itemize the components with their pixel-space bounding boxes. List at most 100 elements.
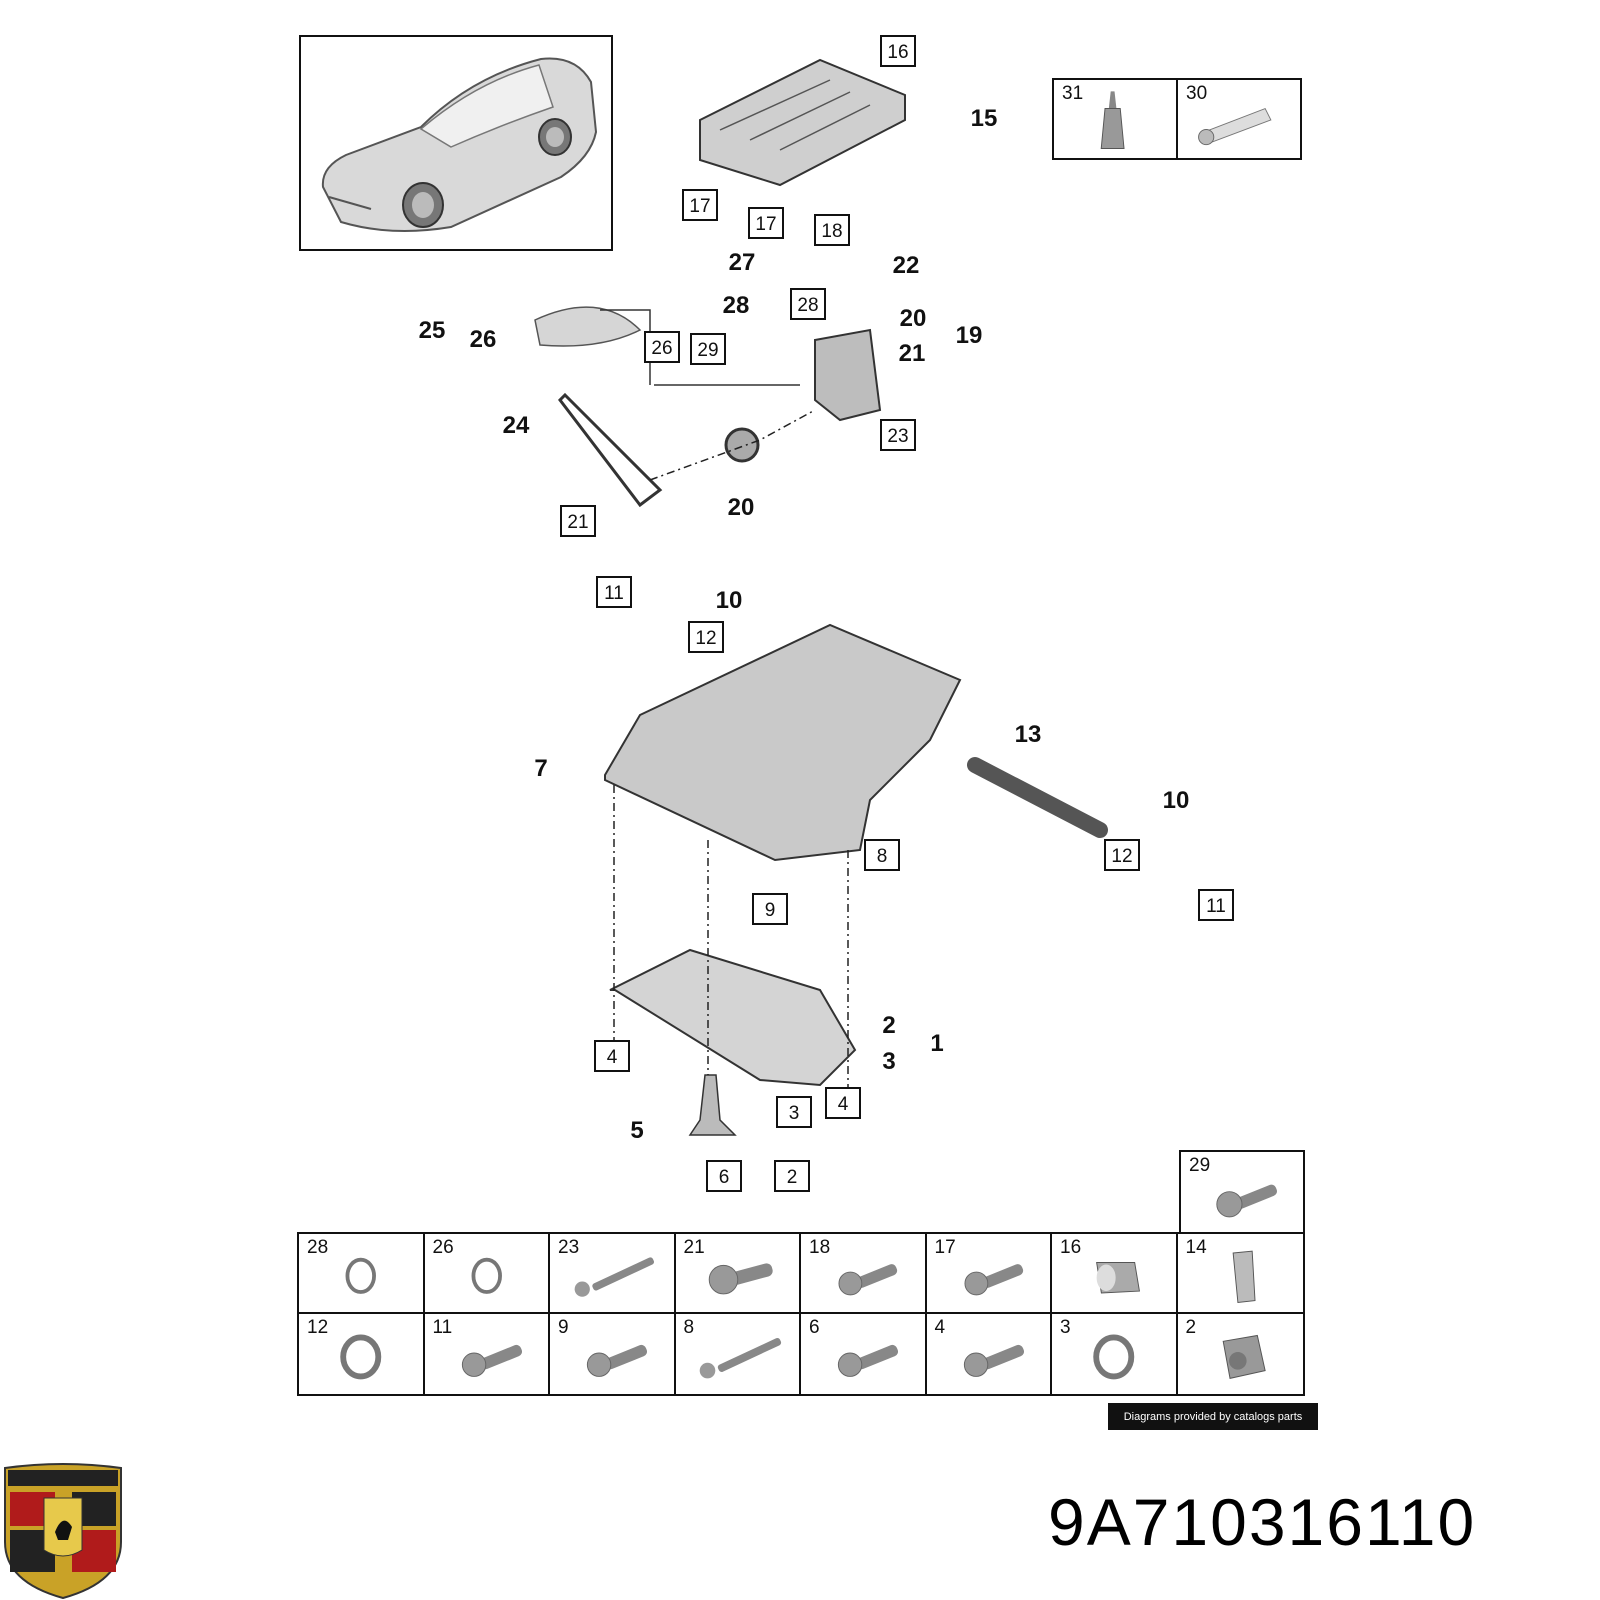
callout-label[interactable]: 7 (534, 755, 547, 782)
fastener-cell[interactable]: 9 (550, 1314, 676, 1394)
callout-label[interactable]: 25 (419, 317, 446, 344)
callout-box[interactable]: 16 (880, 35, 916, 67)
callout-box[interactable]: 2 (774, 1160, 810, 1192)
seal-ring-icon (340, 1334, 382, 1380)
fastener-cell[interactable]: 8 (676, 1314, 801, 1394)
fastener-cell[interactable]: 29 (1179, 1150, 1305, 1234)
callout-box[interactable]: 17 (748, 207, 784, 239)
part-number-label: 12 (307, 1317, 329, 1338)
flange-bolt-icon (708, 1263, 773, 1295)
bolt-icon (963, 1344, 1024, 1377)
callout-box[interactable]: 17 (682, 189, 718, 221)
callout-number: 28 (797, 295, 818, 316)
callout-label[interactable]: 28 (723, 292, 750, 319)
callout-label[interactable]: 22 (893, 252, 920, 279)
part-number-label: 6 (809, 1317, 820, 1338)
callout-box[interactable]: 23 (880, 419, 916, 451)
oil-level-sensor-part (688, 1074, 737, 1136)
callout-number: 9 (765, 900, 776, 921)
part-number-label: 14 (1185, 1237, 1207, 1258)
fastener-cell[interactable]: 26 (424, 1234, 550, 1314)
part-number-title: 9A710316110 (1048, 1485, 1477, 1559)
callout-number: 16 (887, 42, 908, 63)
callout-box[interactable]: 12 (688, 621, 724, 653)
callout-box[interactable]: 11 (596, 576, 632, 608)
callout-box[interactable]: 28 (790, 288, 826, 320)
callout-box[interactable]: 6 (706, 1160, 742, 1192)
callout-box[interactable]: 11 (1198, 889, 1234, 921)
callout-number: 11 (1206, 896, 1226, 917)
callout-label[interactable]: 3 (882, 1048, 895, 1075)
bolt-icon (963, 1264, 1023, 1296)
fastener-cell[interactable]: 17 (926, 1234, 1052, 1314)
part-number-label: 11 (432, 1317, 453, 1338)
fastener-cell[interactable]: 28 (299, 1234, 425, 1314)
callout-number: 4 (607, 1047, 618, 1068)
sealant-tube-icon (1198, 107, 1272, 146)
callout-label[interactable]: 24 (503, 412, 530, 439)
supply-cell[interactable]: 30 (1178, 80, 1300, 158)
callout-label[interactable]: 20 (728, 494, 755, 521)
fastener-cell[interactable]: 23 (550, 1234, 676, 1314)
callout-box[interactable]: 4 (594, 1040, 630, 1072)
callout-box[interactable]: 21 (560, 505, 596, 537)
callout-box[interactable]: 26 (644, 331, 680, 363)
fastener-cell[interactable]: 6 (801, 1314, 927, 1394)
callout-label[interactable]: 26 (470, 326, 497, 353)
adhesive-bottle-icon (1100, 91, 1125, 149)
callout-number: 3 (789, 1103, 800, 1124)
part-number-label: 3 (1060, 1317, 1071, 1338)
callout-box[interactable]: 4 (825, 1087, 861, 1119)
part-number-label: 23 (558, 1237, 580, 1258)
callout-box[interactable]: 8 (864, 839, 900, 871)
drive-chain-part (558, 392, 663, 508)
fastener-cell[interactable]: 14 (1177, 1234, 1303, 1314)
callout-number: 17 (689, 196, 710, 217)
part-number-label: 30 (1186, 83, 1208, 104)
porsche-crest-logo (4, 1463, 122, 1600)
fastener-cell[interactable]: 4 (927, 1314, 1052, 1394)
oil-baffle-part (699, 58, 906, 187)
dowel-pin-icon (1232, 1250, 1256, 1304)
callout-label[interactable]: 1 (930, 1030, 943, 1057)
fastener-cell[interactable]: 21 (675, 1234, 801, 1314)
callout-label[interactable]: 20 (900, 305, 927, 332)
callout-label[interactable]: 10 (716, 587, 743, 614)
supplies-box: 31 30 (1052, 78, 1302, 160)
fastener-cell[interactable]: 11 (425, 1314, 550, 1394)
fastener-cell[interactable]: 18 (801, 1234, 927, 1314)
callout-box[interactable]: 18 (814, 214, 850, 246)
callout-label[interactable]: 19 (956, 322, 983, 349)
fastener-cell[interactable]: 2 (1178, 1314, 1304, 1394)
part-number-label: 9 (558, 1317, 569, 1338)
callout-box[interactable]: 29 (690, 333, 726, 365)
callout-label[interactable]: 27 (729, 249, 756, 276)
bolt-icon (586, 1344, 648, 1377)
part-number-label: 31 (1062, 83, 1084, 104)
callout-box[interactable]: 9 (752, 893, 788, 925)
part-number-label: 28 (307, 1237, 329, 1258)
callout-box[interactable]: 12 (1104, 839, 1140, 871)
oil-pump-part (814, 328, 882, 422)
callout-label[interactable]: 21 (899, 340, 926, 367)
callout-label[interactable]: 15 (971, 105, 998, 132)
long-bolt-icon (574, 1257, 655, 1297)
callout-label[interactable]: 10 (1163, 787, 1190, 814)
callout-number: 6 (719, 1167, 730, 1188)
bolt-icon (461, 1344, 522, 1377)
callout-number: 2 (787, 1167, 798, 1188)
callout-number: 8 (877, 846, 888, 867)
supply-cell[interactable]: 31 (1054, 80, 1178, 158)
callout-number: 12 (695, 628, 716, 649)
part-number-label: 29 (1189, 1155, 1211, 1176)
callout-box[interactable]: 3 (776, 1096, 812, 1128)
callout-number: 12 (1111, 846, 1132, 867)
fastener-cell[interactable]: 12 (299, 1314, 425, 1394)
callout-label[interactable]: 13 (1015, 721, 1042, 748)
callout-label[interactable]: 5 (630, 1117, 643, 1144)
callout-label[interactable]: 2 (882, 1012, 895, 1039)
fastener-cell[interactable]: 3 (1052, 1314, 1178, 1394)
callout-number: 11 (604, 583, 624, 604)
fastener-cell[interactable]: 16 (1052, 1234, 1178, 1314)
